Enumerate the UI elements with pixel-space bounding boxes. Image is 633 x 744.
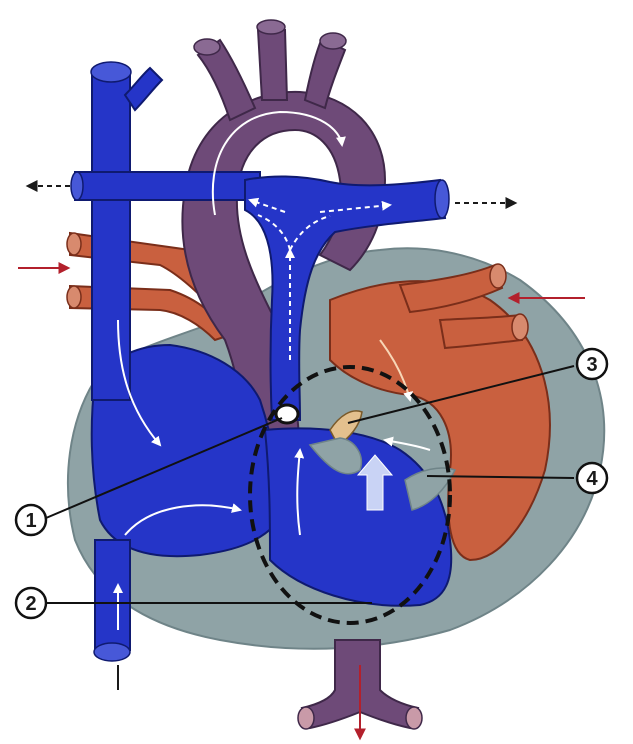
- callout-2-label: 2: [25, 593, 36, 615]
- aortic-branch-2: [256, 29, 289, 101]
- flow-arrow-la-to-lv: [383, 436, 431, 451]
- flow-arrow-svc: [117, 319, 162, 447]
- flow-arrow-pa-fork-right: [289, 215, 331, 251]
- interventricular-septum: [308, 437, 362, 475]
- pulmonary-artery-right-opening: [434, 179, 450, 219]
- aortic-branch-2-opening: [256, 19, 286, 35]
- flow-arrow-rv: [294, 448, 305, 536]
- pulmonary-artery-left-branch: [74, 171, 261, 201]
- flow-arrow-pa-fork-left: [257, 214, 291, 251]
- aortic-branch-1: [196, 38, 257, 122]
- pulmonary-artery-trunk: [244, 175, 447, 421]
- callout-1: 1: [14, 503, 48, 537]
- valve-leaflet: [404, 467, 457, 511]
- flow-arrow-septal-thick: [356, 454, 394, 511]
- pulmonary-vein-right-lower-opening: [511, 313, 529, 341]
- inferior-vena-cava: [94, 539, 131, 651]
- callout-1-label: 1: [25, 510, 36, 532]
- superior-vena-cava: [91, 74, 131, 401]
- callout-1-leader: [45, 417, 283, 519]
- flow-arrow-aortic-arch: [211, 110, 346, 216]
- pulmonary-vein-left-lower-opening: [66, 285, 82, 309]
- flow-arrow-lv: [379, 339, 413, 402]
- descending-aorta-opening-right: [405, 706, 423, 730]
- pulmonary-vein-right-upper: [398, 263, 504, 314]
- aortic-branch-3-opening: [319, 32, 347, 50]
- inferior-vena-cava-opening: [93, 642, 131, 662]
- callout-4-label: 4: [586, 468, 598, 490]
- aortic-branch-1-opening: [193, 38, 221, 56]
- callout-2: 2: [14, 586, 48, 620]
- svc-side-branch: [123, 66, 164, 112]
- flow-arrow-pa-left: [248, 197, 286, 213]
- callout-3-leader: [347, 365, 575, 424]
- superior-vena-cava-opening: [90, 61, 132, 83]
- descending-aorta-opening-left: [297, 706, 315, 730]
- flow-arrows: [113, 110, 431, 630]
- pulmonary-artery-left-opening: [70, 171, 84, 201]
- callout-4-leader: [426, 475, 575, 479]
- callout-4: 4: [575, 461, 609, 495]
- callout-3: 3: [575, 347, 609, 381]
- flow-arrow-ra: [124, 503, 242, 536]
- flow-arrow-pa-right: [319, 200, 392, 213]
- pulmonary-vein-left-upper-opening: [66, 232, 82, 256]
- septal-opening: [274, 403, 300, 425]
- pulmonary-vein-right-upper-opening: [489, 263, 507, 289]
- defect-region-outline: [248, 365, 452, 625]
- callout-3-label: 3: [586, 354, 597, 376]
